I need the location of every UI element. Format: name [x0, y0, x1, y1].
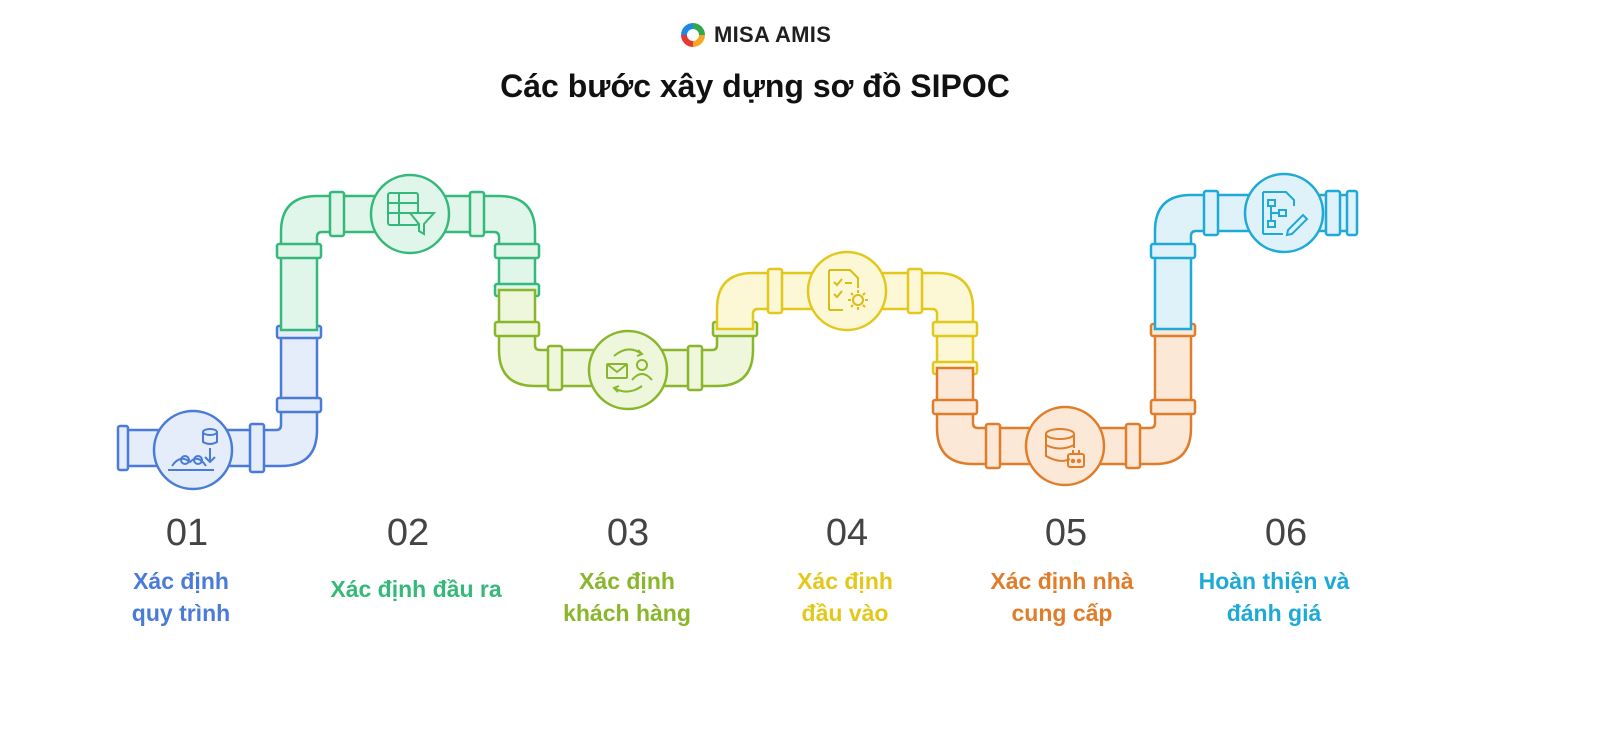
step-03-label: Xác định khách hàng [563, 568, 691, 626]
step-03-number: 03 [606, 512, 650, 554]
brand-mark-icon [681, 23, 705, 47]
step-01-number: 01 [165, 512, 209, 554]
checklist-gear-icon [828, 269, 868, 311]
flowchart-edit-icon [1262, 191, 1309, 237]
step-06-label: Hoàn thiện và đánh giá [1198, 568, 1350, 626]
customer-exchange-icon [606, 348, 653, 393]
step-06-node [1243, 172, 1325, 254]
page-title: Các bước xây dựng sơ đồ SIPOC [500, 68, 1010, 104]
step-04-number: 04 [825, 512, 869, 554]
step-02-label: Xác định đầu ra [330, 576, 502, 602]
step-04-label: Xác định đầu vào [797, 568, 893, 626]
step-03-node [587, 329, 669, 411]
step-04-node [806, 250, 888, 332]
process-database-icon [168, 428, 218, 471]
step-02-node [369, 173, 451, 255]
step-01-label: Xác định quy trình [131, 568, 231, 626]
pipe-segment-03 [493, 288, 759, 392]
brand-name: MISA AMIS [714, 22, 832, 47]
step-05-node [1024, 405, 1106, 487]
database-plug-icon [1045, 428, 1085, 468]
step-01-node [152, 409, 234, 491]
step-05-label: Xác định nhà cung cấp [990, 568, 1134, 626]
step-05-number: 05 [1044, 512, 1088, 554]
table-filter-icon [387, 192, 437, 236]
brand-logo: MISA AMIS [678, 20, 831, 50]
step-02-number: 02 [386, 512, 430, 554]
step-06-number: 06 [1264, 512, 1308, 554]
